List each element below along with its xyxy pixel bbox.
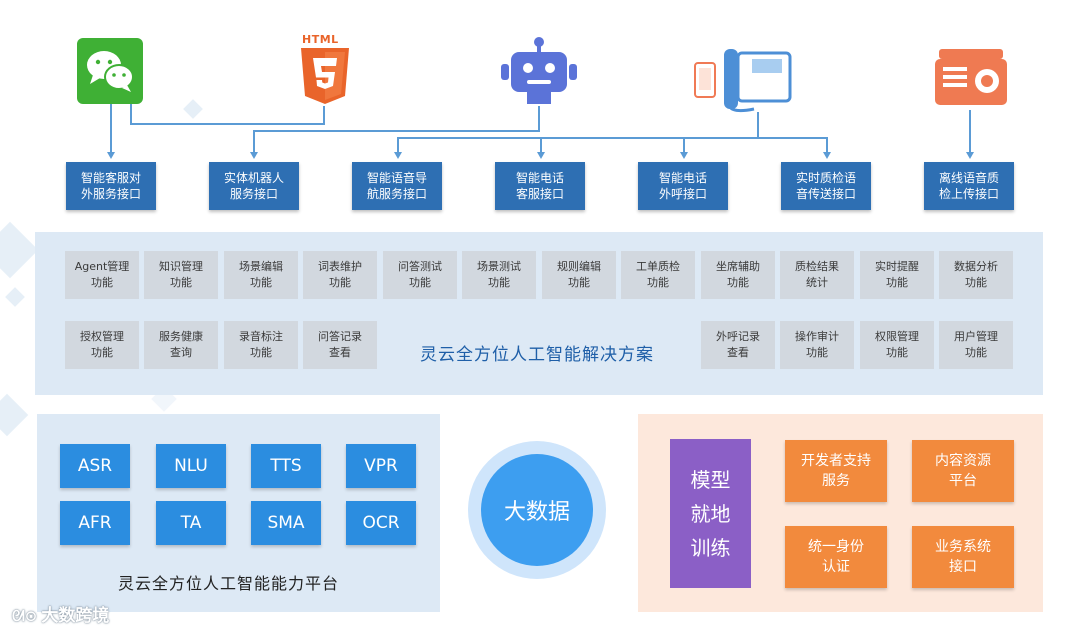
decor-diamond — [5, 287, 25, 307]
capability-item-sma: SMA — [251, 501, 321, 545]
capability-item-tts: TTS — [251, 444, 321, 488]
arrow-icon — [250, 152, 258, 159]
connector-line — [757, 137, 827, 139]
arrow-icon — [107, 152, 115, 159]
interface-box: 实时质检语 音传送接口 — [781, 162, 871, 210]
function-item: 场景测试 功能 — [462, 251, 536, 299]
function-item: 质检结果 统计 — [780, 251, 854, 299]
service-item: 业务系统 接口 — [912, 526, 1014, 588]
function-item: 数据分析 功能 — [939, 251, 1013, 299]
function-item: 用户管理 功能 — [939, 321, 1013, 369]
function-item: 外呼记录 查看 — [701, 321, 775, 369]
connector-line — [253, 130, 539, 132]
interface-box: 实体机器人 服务接口 — [209, 162, 299, 210]
function-item: 实时提醒 功能 — [860, 251, 934, 299]
function-item: 操作审计 功能 — [780, 321, 854, 369]
connector-line — [826, 137, 828, 154]
model-training-box: 模型 就地 训练 — [670, 439, 751, 588]
service-item: 内容资源 平台 — [912, 440, 1014, 502]
watermark-text: 大数跨境 — [41, 606, 110, 626]
connector-line — [757, 112, 759, 138]
function-item: 授权管理 功能 — [65, 321, 139, 369]
connector-line — [683, 137, 759, 139]
function-item: 词表维护 功能 — [303, 251, 377, 299]
capability-item-vpr: VPR — [346, 444, 416, 488]
connector-line — [969, 110, 971, 154]
arrow-icon — [823, 152, 831, 159]
function-item: 服务健康 查询 — [144, 321, 218, 369]
watermark: ᘛ⊙大数跨境 — [12, 601, 109, 626]
function-item: 场景编辑 功能 — [224, 251, 298, 299]
function-item: 坐席辅助 功能 — [701, 251, 775, 299]
capability-title: 灵云全方位人工智能能力平台 — [118, 574, 340, 593]
service-item: 开发者支持 服务 — [785, 440, 887, 502]
wechat-icon — [77, 38, 143, 104]
watermark-logo-icon: ᘛ⊙ — [12, 607, 38, 625]
function-item: 工单质检 功能 — [621, 251, 695, 299]
interface-box: 离线语音质 检上传接口 — [924, 162, 1014, 210]
big-data-circle: 大数据 — [481, 454, 593, 566]
capability-item-nlu: NLU — [156, 444, 226, 488]
decor-diamond — [0, 221, 39, 279]
decor-diamond — [0, 393, 29, 437]
connector-line — [130, 123, 325, 125]
service-item: 统一身份 认证 — [785, 526, 887, 588]
connector-line — [540, 137, 542, 154]
capability-item-ocr: OCR — [346, 501, 416, 545]
robot-icon — [501, 36, 577, 106]
arrow-icon — [537, 152, 545, 159]
connector-line — [538, 106, 540, 132]
interface-box: 智能电话 客服接口 — [495, 162, 585, 210]
arrow-icon — [394, 152, 402, 159]
radio-icon — [935, 45, 1007, 107]
function-item: 问答测试 功能 — [383, 251, 457, 299]
interface-box: 智能电话 外呼接口 — [638, 162, 728, 210]
arrow-icon — [680, 152, 688, 159]
capability-item-ta: TA — [156, 501, 226, 545]
function-item: 规则编辑 功能 — [542, 251, 616, 299]
interface-box: 智能客服对 外服务接口 — [66, 162, 156, 210]
function-item: 问答记录 查看 — [303, 321, 377, 369]
capability-item-afr: AFR — [60, 501, 130, 545]
connector-line — [397, 137, 399, 154]
capability-item-asr: ASR — [60, 444, 130, 488]
connector-line — [323, 106, 325, 125]
telephone-icon — [694, 47, 794, 113]
function-item: Agent管理 功能 — [65, 251, 139, 299]
function-item: 录音标注 功能 — [224, 321, 298, 369]
function-item: 知识管理 功能 — [144, 251, 218, 299]
connector-line — [683, 137, 685, 154]
connector-line — [253, 130, 255, 154]
function-item: 权限管理 功能 — [860, 321, 934, 369]
arrow-icon — [966, 152, 974, 159]
html5-label: HTML — [302, 33, 339, 46]
solution-title: 灵云全方位人工智能解决方案 — [420, 345, 654, 365]
connector-line — [130, 104, 132, 124]
html5-icon: HTML — [299, 33, 351, 106]
interface-box: 智能语音导 航服务接口 — [352, 162, 442, 210]
connector-line — [110, 104, 112, 154]
decor-diamond — [183, 99, 203, 119]
